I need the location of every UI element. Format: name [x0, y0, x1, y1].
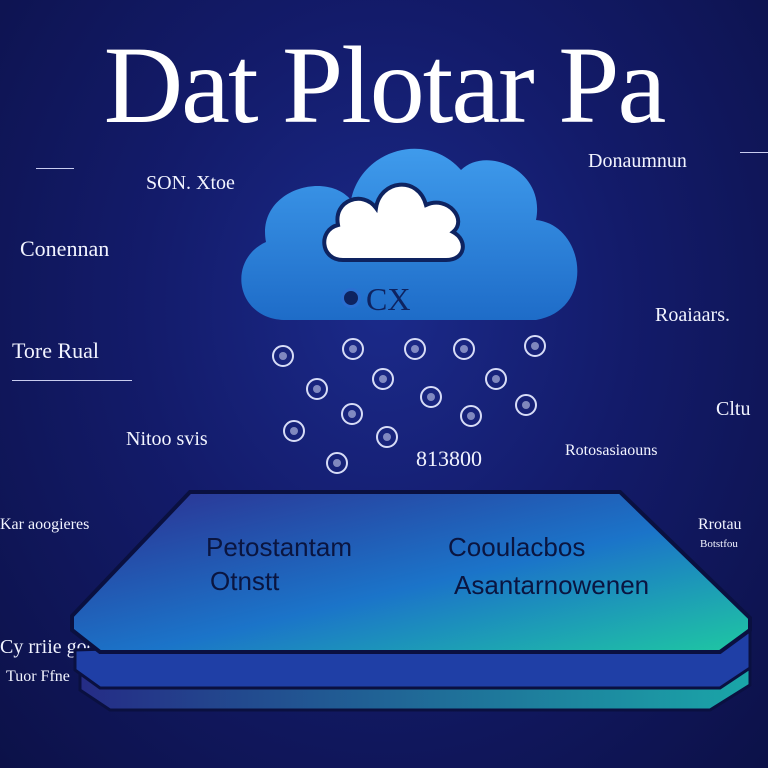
divider-line [36, 168, 74, 169]
platform-label-1: Petostantam [206, 532, 352, 562]
data-icon [376, 426, 398, 448]
inner-cloud-icon [322, 182, 465, 262]
label-right-4: Rrotau [698, 516, 742, 533]
platform-label-4: Asantarnowenen [454, 570, 650, 600]
label-left-1: Conennan [20, 236, 110, 261]
data-icon [453, 338, 475, 360]
label-top-right: Donaumnun [588, 150, 687, 172]
label-top-left: SON. Xtoe [146, 172, 235, 194]
data-icon [460, 405, 482, 427]
data-platform [70, 490, 752, 712]
divider-line [740, 152, 768, 153]
data-icon [341, 403, 363, 425]
data-icon [326, 452, 348, 474]
data-icon [485, 368, 507, 390]
cloud-logo: CX [338, 281, 410, 318]
diagram-title: Dat Plotar Pa [103, 24, 667, 146]
data-icon [342, 338, 364, 360]
data-icon [372, 368, 394, 390]
data-icon [404, 338, 426, 360]
label-right-3: Rotosasiaouns [565, 442, 658, 459]
data-icon [283, 420, 305, 442]
label-left-4: Kar aoogieres [0, 516, 90, 533]
center-number: 813800 [416, 446, 482, 471]
data-icon [272, 345, 294, 367]
data-icon [524, 335, 546, 357]
cloud-logo-text: CX [366, 281, 411, 317]
data-icon [420, 386, 442, 408]
label-right-1: Roaiaars. [655, 304, 730, 326]
platform-label-3: Cooulacbos [448, 532, 586, 562]
platform-label-2: Otnstt [210, 566, 280, 596]
data-icon [515, 394, 537, 416]
divider-line [12, 380, 132, 381]
label-left-2: Tore Rual [12, 338, 100, 363]
label-right-2: Cltu [716, 398, 751, 420]
label-right-5: Botstfou [700, 538, 738, 550]
label-left-6: Tuor Ffne [6, 668, 70, 685]
label-left-3: Nitoo svis [126, 428, 208, 450]
data-icon [306, 378, 328, 400]
logo-dot-icon [341, 288, 361, 308]
